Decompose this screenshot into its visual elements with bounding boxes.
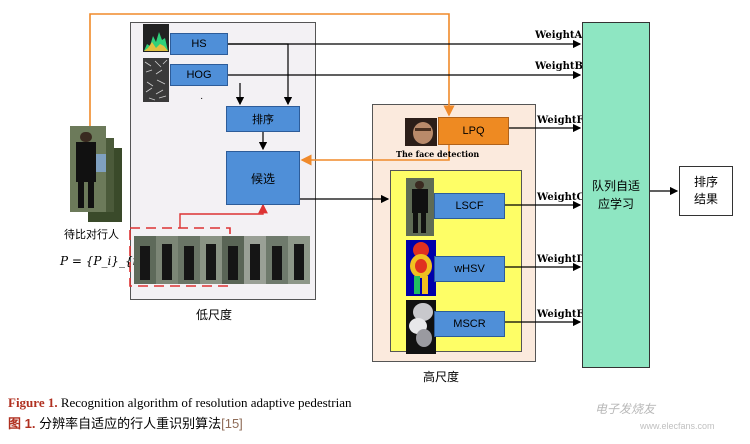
weight-f-label: WeightF [537, 115, 584, 126]
lpq-to-candidate-line [300, 142, 450, 166]
caption-chinese: 图 1. 分辨率自适应的行人重识别算法[15] [8, 413, 243, 432]
watermark-url: www.elecfans.com [640, 421, 715, 431]
adaptive-learning-label: 队列自适应学习 [591, 179, 640, 211]
weight-d-label: WeightD [537, 254, 586, 265]
adaptive-learning-box: 队列自适应学习 [582, 22, 650, 368]
watermark-brand: 电子发烧友 [595, 402, 656, 416]
face-image [405, 118, 437, 146]
face-detection-label: The face detection [396, 149, 480, 159]
gallery-image-strip [134, 236, 310, 284]
hs-to-rank-line [228, 43, 293, 106]
rank-box: 排序 [226, 106, 300, 132]
gallery-to-candidate-line [179, 203, 268, 228]
high-scale-label: 高尺度 [423, 370, 460, 384]
caption-chinese-text: 分辨率自适应的行人重识别算法 [39, 416, 222, 431]
lscf-pedestrian-image [406, 178, 434, 236]
probe-label: 待比对行人 [64, 229, 119, 241]
probe-pedestrian-image [70, 126, 122, 222]
weight-c-label: WeightC [537, 192, 585, 203]
caption-chinese-figure: 图 1. [8, 416, 36, 431]
lpq-feature-box: LPQ [438, 117, 509, 145]
hog-dot: · [200, 93, 204, 104]
mscr-region-image [406, 300, 436, 354]
hs-histogram-image [143, 24, 169, 52]
caption-english-figure: Figure 1. [8, 395, 58, 410]
mscr-feature-box: MSCR [434, 311, 505, 337]
lscf-feature-box: LSCF [434, 193, 505, 219]
hs-feature-box: HS [170, 33, 228, 55]
hog-feature-box: HOG [170, 64, 228, 86]
weight-e-label: WeightE [537, 309, 585, 320]
ranking-result-label: 排序结果 [693, 175, 718, 206]
whsv-heatmap-image [406, 240, 436, 296]
hog-texture-image [143, 58, 169, 102]
whsv-feature-box: wHSV [434, 256, 505, 282]
weight-b-label: WeightB [535, 61, 583, 72]
caption-reference: [15] [221, 416, 243, 431]
probe-to-lpq-line [89, 13, 455, 128]
weight-a-label: WeightA [535, 30, 583, 41]
candidate-box: 候选 [226, 151, 300, 205]
caption-english: Figure 1. Recognition algorithm of resol… [8, 395, 351, 411]
low-scale-label: 低尺度 [196, 308, 233, 322]
ranking-result-box: 排序结果 [679, 166, 733, 216]
caption-english-text: Recognition algorithm of resolution adap… [57, 395, 352, 410]
